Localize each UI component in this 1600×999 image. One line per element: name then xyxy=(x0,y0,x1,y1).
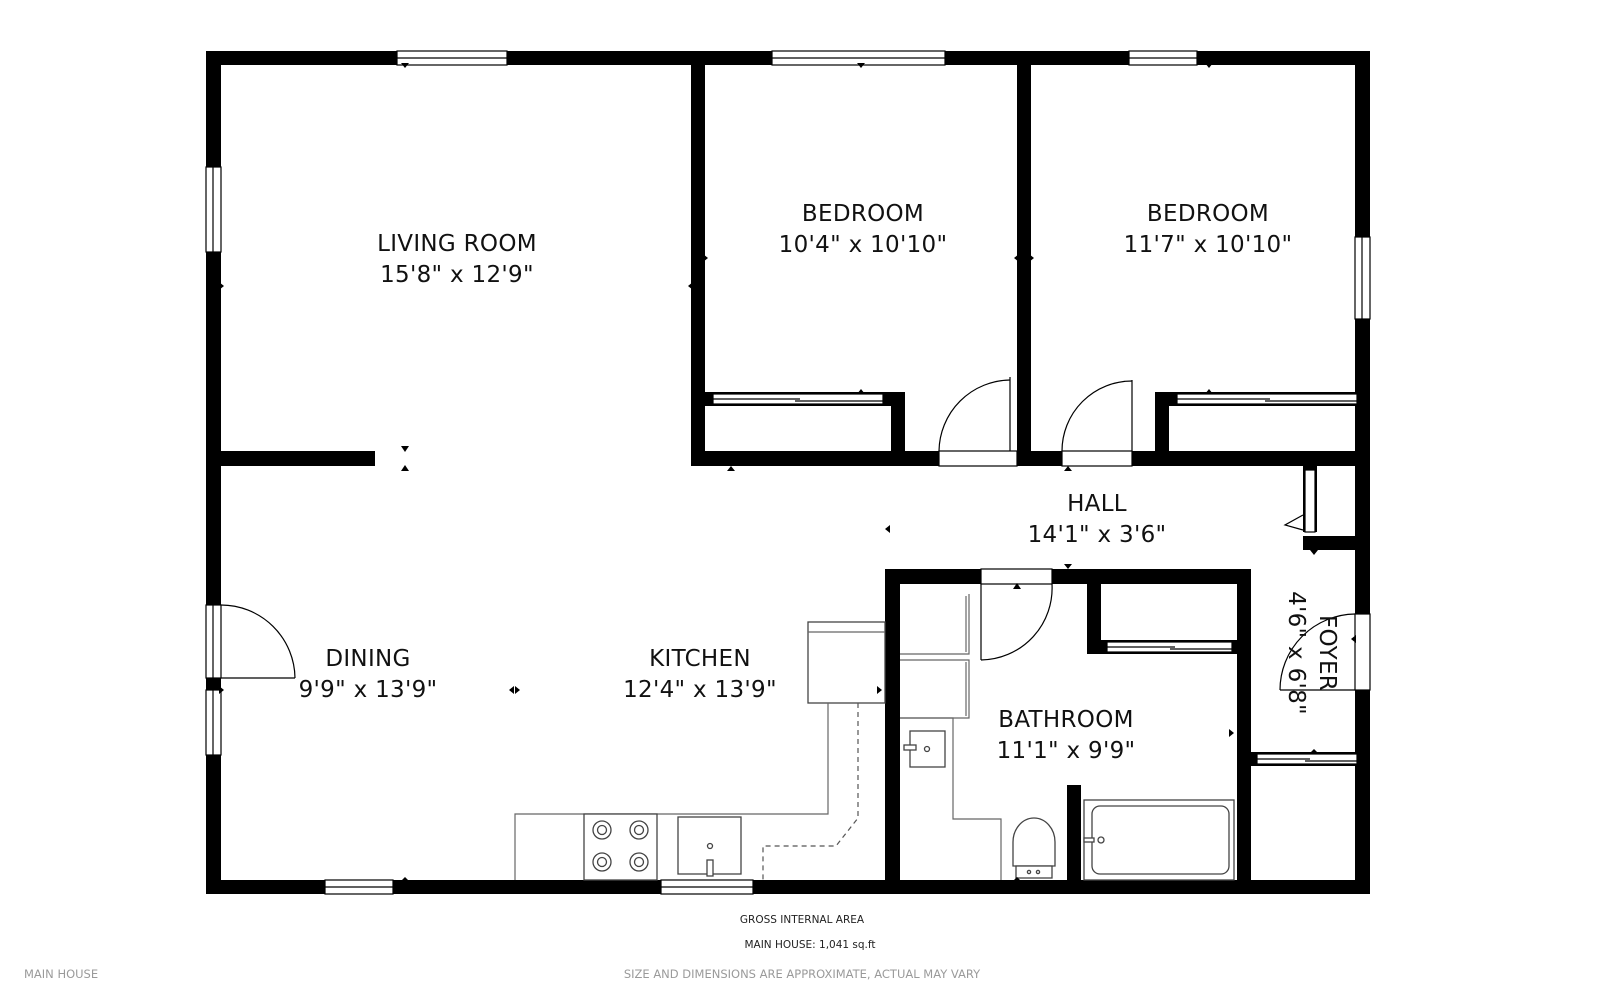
room-dimensions: 12'4" x 13'9" xyxy=(623,677,777,703)
room-dimensions: 4'6" x 6'8" xyxy=(1283,591,1309,715)
room-dimensions: 11'1" x 9'9" xyxy=(997,738,1136,764)
interior-walls xyxy=(206,51,1370,894)
room-name: FOYER xyxy=(1314,615,1340,691)
room-dimensions: 11'7" x 10'10" xyxy=(1124,232,1293,258)
main-house-area: MAIN HOUSE: 1,041 sq.ft xyxy=(744,939,875,951)
room-label-bedroom-1: BEDROOM 10'4" x 10'10" xyxy=(779,201,948,258)
room-dimensions: 9'9" x 13'9" xyxy=(299,677,438,703)
room-name: DINING xyxy=(325,646,410,672)
windows xyxy=(205,50,1371,895)
room-name: KITCHEN xyxy=(649,646,751,672)
room-label-bathroom: BATHROOM 11'1" x 9'9" xyxy=(997,707,1136,764)
room-dimensions: 10'4" x 10'10" xyxy=(779,232,948,258)
room-label-dining: DINING 9'9" x 13'9" xyxy=(299,646,438,703)
room-label-bedroom-2: BEDROOM 11'7" x 10'10" xyxy=(1124,201,1293,258)
room-label-hall: HALL 14'1" x 3'6" xyxy=(1028,491,1167,548)
room-name: BEDROOM xyxy=(802,201,924,227)
closet-doors xyxy=(712,393,1358,765)
swing-doors xyxy=(220,377,1356,691)
toilet xyxy=(1012,817,1056,867)
disclaimer: SIZE AND DIMENSIONS ARE APPROXIMATE, ACT… xyxy=(624,967,981,981)
outer-walls xyxy=(206,51,1370,894)
refrigerator xyxy=(807,621,886,704)
room-label-living-room: LIVING ROOM 15'8" x 12'9" xyxy=(377,231,537,288)
room-name: BATHROOM xyxy=(998,707,1134,733)
bathroom-fixtures xyxy=(900,594,1235,881)
room-label-kitchen: KITCHEN 12'4" x 13'9" xyxy=(623,646,777,703)
room-dimensions: 14'1" x 3'6" xyxy=(1028,522,1167,548)
floor-label: MAIN HOUSE xyxy=(24,967,98,981)
gross-area-label: GROSS INTERNAL AREA xyxy=(740,914,865,926)
room-dimensions: 15'8" x 12'9" xyxy=(380,262,534,288)
room-name: BEDROOM xyxy=(1147,201,1269,227)
entry-door-opening xyxy=(1354,613,1371,691)
room-label-foyer: FOYER 4'6" x 6'8" xyxy=(1283,591,1340,715)
room-name: LIVING ROOM xyxy=(377,231,537,257)
dimension-markers xyxy=(219,63,1356,881)
kitchen-fixtures xyxy=(514,621,886,881)
room-name: HALL xyxy=(1067,491,1127,517)
